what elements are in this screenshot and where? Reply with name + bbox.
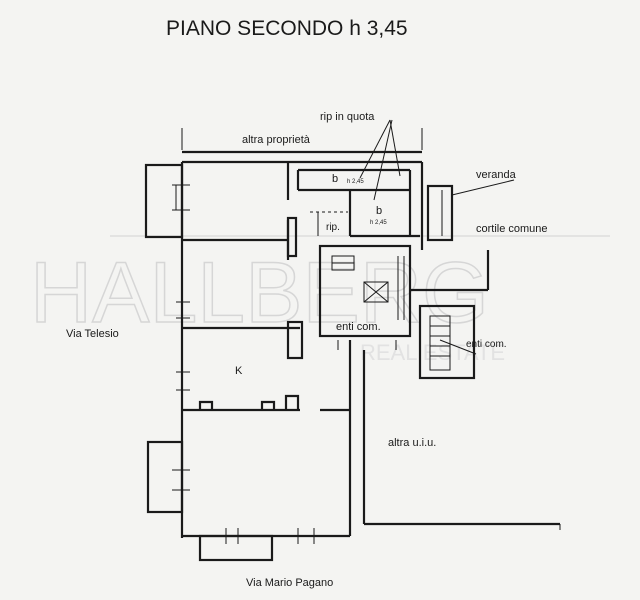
label-room-k: K — [235, 365, 243, 377]
label-enti-com-1: enti com. — [336, 321, 381, 333]
watermark: HALLBERG REAL ESTATE — [29, 235, 610, 365]
label-altra-uiu: altra u.i.u. — [388, 437, 436, 449]
label-rip-in-quota: rip in quota — [320, 111, 375, 123]
stairwell — [318, 244, 490, 350]
veranda-block — [426, 179, 515, 242]
stairwell-2 — [418, 304, 477, 380]
label-b2: b — [376, 205, 382, 217]
interior-walls — [176, 162, 350, 412]
balconies-left — [144, 163, 190, 514]
label-b2-height: h 2,45 — [370, 220, 387, 226]
label-via-mario-pagano: Via Mario Pagano — [246, 577, 333, 589]
watermark-main: HALLBERG — [30, 245, 489, 341]
watermark-sub: REAL ESTATE — [360, 340, 505, 365]
label-veranda: veranda — [476, 169, 517, 181]
service-rooms — [296, 168, 420, 238]
plan-title: PIANO SECONDO h 3,45 — [166, 17, 408, 40]
altra-uiu-boundary — [362, 350, 561, 530]
balcony-bottom — [198, 528, 315, 562]
label-enti-com-2: enti com. — [466, 339, 507, 350]
label-b1: b — [332, 173, 338, 185]
label-via-telesio: Via Telesio — [66, 328, 119, 340]
label-altra-proprieta: altra proprietà — [242, 134, 311, 146]
label-b1-height: h 2,45 — [347, 179, 364, 185]
leader-lines — [359, 119, 401, 201]
altra-proprieta-block — [181, 128, 423, 154]
label-cortile-comune: cortile comune — [476, 223, 548, 235]
label-rip: rip. — [326, 222, 340, 233]
